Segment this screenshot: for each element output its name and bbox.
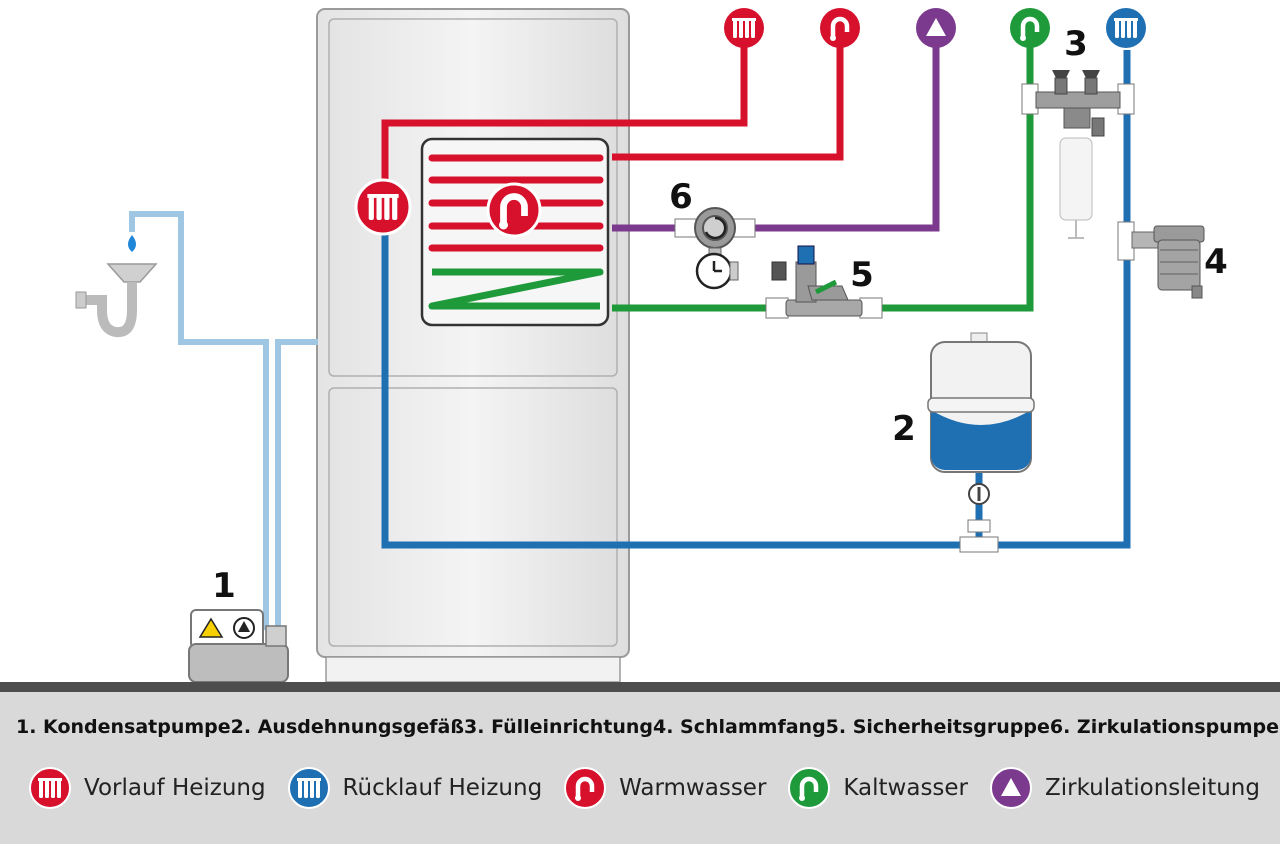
component-2: 2. Ausdehnungsgefäß	[230, 716, 465, 738]
schlammfang	[1117, 221, 1205, 299]
legend-item-kaltwasser: Kaltwasser	[787, 766, 968, 810]
triangle-icon	[916, 8, 956, 48]
drain-funnel	[75, 235, 158, 338]
component-5: 5. Sicherheitsgruppe	[825, 716, 1050, 738]
legend-label: Warmwasser	[619, 775, 767, 801]
cold-water-coil	[428, 268, 604, 310]
legend-item-vorlauf: Vorlauf Heizung	[28, 766, 266, 810]
label-4: 4	[1204, 242, 1228, 282]
legend-panel	[0, 682, 1280, 844]
label-3: 3	[1064, 24, 1088, 64]
fuelleinrichtung	[1021, 70, 1135, 239]
component-6: 6. Zirkulationspumpe	[1049, 716, 1279, 738]
condensate-lines	[129, 211, 318, 630]
kaltwasser-pipe	[612, 45, 1034, 312]
heat-pump-cabinet	[316, 8, 630, 682]
label-5: 5	[850, 255, 874, 295]
component-4: 4. Schlammfang	[653, 716, 826, 738]
color-legend: Vorlauf Heizung Rücklauf Heizung Warmwas…	[28, 766, 1260, 810]
heating-system-diagram: 1 2 3 4 5 6	[75, 8, 1228, 682]
kondensatpumpe	[188, 609, 289, 682]
ausdehnungsgefaess	[927, 332, 1035, 553]
warmwasser-icon	[486, 182, 542, 238]
hot-water-tap-icon	[564, 767, 607, 809]
triangle-icon	[989, 767, 1032, 809]
legend-item-zirkulation: Zirkulationsleitung	[989, 766, 1260, 810]
legend-item-warmwasser: Warmwasser	[563, 766, 766, 810]
clock-icon	[695, 252, 739, 290]
radiator-icon	[724, 8, 764, 48]
legend-item-ruecklauf: Rücklauf Heizung	[287, 766, 543, 810]
component-1: 1. Kondensatpumpe	[16, 716, 231, 738]
radiator-icon	[287, 767, 330, 809]
hot-water-tap-icon	[820, 8, 860, 48]
label-1: 1	[212, 566, 236, 606]
radiator-icon	[1106, 8, 1146, 48]
label-2: 2	[892, 409, 916, 449]
label-6: 6	[669, 177, 693, 217]
vorlauf-heizung-icon	[354, 178, 412, 236]
water-drop-icon	[128, 235, 136, 252]
legend-label: Zirkulationsleitung	[1044, 775, 1260, 801]
vorlauf-pipe	[381, 45, 844, 200]
floor-line	[0, 682, 1280, 692]
legend-label: Kaltwasser	[843, 775, 969, 801]
cold-water-tap-icon	[788, 767, 831, 809]
hot-water-storage	[420, 137, 610, 327]
sicherheitsgruppe	[765, 245, 883, 319]
legend-label: Vorlauf Heizung	[84, 775, 266, 801]
zirkulation-pipe	[612, 45, 940, 232]
zirkulationspumpe	[674, 207, 756, 290]
warning-icon	[198, 617, 224, 638]
component-3: 3. Fülleinrichtung	[464, 716, 653, 738]
radiator-icon	[29, 767, 71, 809]
cold-water-tap-icon	[1010, 8, 1050, 48]
legend-label: Rücklauf Heizung	[342, 775, 543, 801]
component-list: 1. Kondensatpumpe 2. Ausdehnungsgefäß 3.…	[16, 716, 1279, 738]
